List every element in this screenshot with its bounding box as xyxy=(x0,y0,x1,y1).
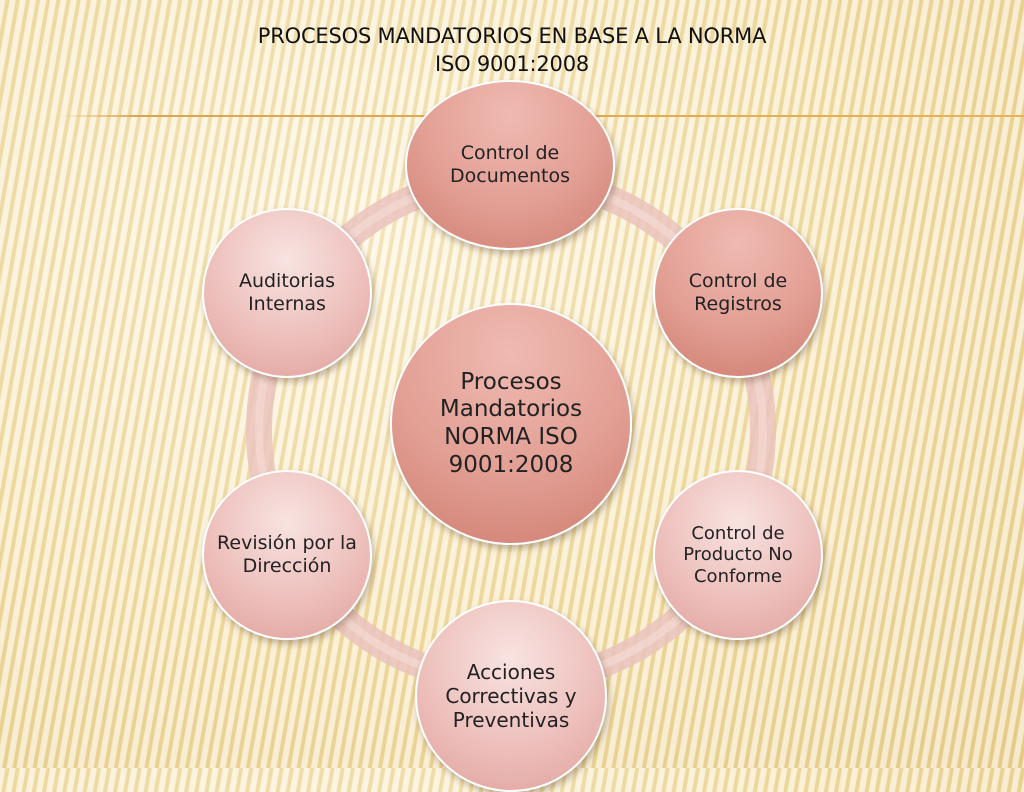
node-control-registros: Control de Registros xyxy=(653,208,823,378)
node-revision-direccion: Revisión por la Dirección xyxy=(202,470,372,640)
node-revision-direccion-label: Revisión por la Dirección xyxy=(217,532,357,577)
node-auditorias-internas: Auditorias Internas xyxy=(202,208,372,378)
slide-title-line1: PROCESOS MANDATORIOS EN BASE A LA NORMA xyxy=(257,24,767,48)
node-auditorias-internas-label: Auditorias Internas xyxy=(238,270,336,315)
node-control-producto-no-conforme: Control de Producto No Conforme xyxy=(653,470,823,640)
node-control-documentos-label: Control de Documentos xyxy=(450,142,570,187)
node-acciones-correctivas-preventivas: Acciones Correctivas y Preventivas xyxy=(415,600,607,792)
node-control-registros-label: Control de Registros xyxy=(688,270,788,315)
center-node-procesos-mandatorios: Procesos Mandatorios NORMA ISO 9001:2008 xyxy=(390,303,632,545)
node-control-documentos: Control de Documentos xyxy=(405,80,615,250)
node-acciones-correctivas-preventivas-label: Acciones Correctivas y Preventivas xyxy=(445,660,577,732)
slide-title: PROCESOS MANDATORIOS EN BASE A LA NORMA … xyxy=(0,22,1024,78)
center-node-label: Procesos Mandatorios NORMA ISO 9001:2008 xyxy=(439,368,583,478)
slide-title-line2: ISO 9001:2008 xyxy=(434,52,590,76)
node-control-producto-no-conforme-label: Control de Producto No Conforme xyxy=(683,522,793,587)
